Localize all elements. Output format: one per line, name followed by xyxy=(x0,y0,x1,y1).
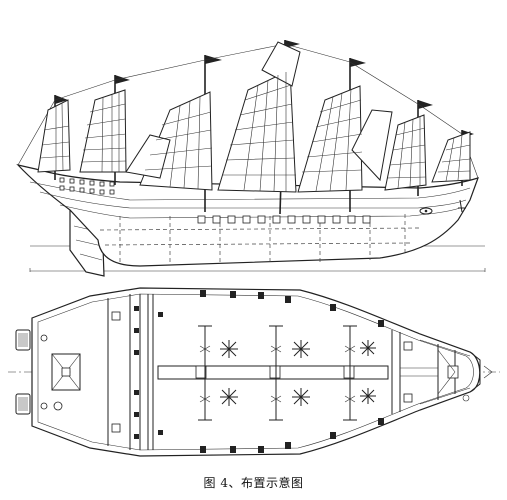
stern-windows xyxy=(59,177,115,195)
sail-6 xyxy=(384,114,427,191)
sail-1 xyxy=(37,99,71,173)
stern-cabin xyxy=(51,353,81,391)
side-hull xyxy=(16,163,479,267)
capstans xyxy=(198,325,357,421)
stern-boat-lower xyxy=(15,393,31,415)
sails xyxy=(37,41,471,193)
bitts-top xyxy=(200,290,384,453)
sail-2 xyxy=(79,89,127,173)
deck-outline xyxy=(31,287,481,457)
stern-boat-upper xyxy=(15,329,31,351)
deck-plan-view xyxy=(8,287,500,457)
mast-steps xyxy=(61,365,459,379)
figure-caption: 图 4、布置示意图 xyxy=(203,476,304,490)
deck-fittings xyxy=(40,306,413,439)
bow-eye xyxy=(419,207,433,215)
winches xyxy=(220,340,376,406)
pennants xyxy=(55,40,474,138)
sail-4 xyxy=(217,69,297,193)
side-elevation-view xyxy=(16,39,486,277)
sail-7 xyxy=(431,131,471,183)
side-ports xyxy=(197,215,371,224)
